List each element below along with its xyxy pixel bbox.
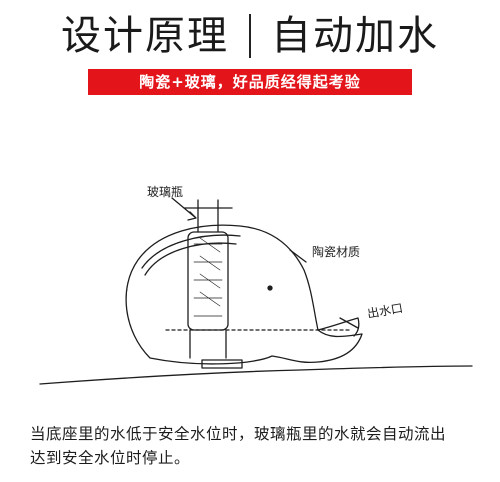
caption-line-2: 达到安全水位时停止。 <box>30 449 191 467</box>
title-left: 设计原理 <box>61 13 229 59</box>
whale-body-outline <box>125 224 363 365</box>
page-title: 设计原理 自动加水 <box>0 6 500 66</box>
title-right: 自动加水 <box>271 13 439 59</box>
glass-bottle <box>187 231 229 331</box>
quality-banner: 陶瓷+玻璃，好品质经得起考验 <box>88 69 412 95</box>
whale-eye <box>267 285 273 291</box>
base-pad <box>201 359 243 369</box>
whale-fountain-sketch: 玻璃瓶 陶瓷材质 出水口 <box>39 185 473 385</box>
caption: 当底座里的水低于安全水位时，玻璃瓶里的水就会自动流出 达到安全水位时停止。 <box>30 422 490 470</box>
title-divider <box>249 14 251 58</box>
label-ceramic: 陶瓷材质 <box>312 244 360 259</box>
label-glass-bottle: 玻璃瓶 <box>147 185 183 199</box>
caption-line-1: 当底座里的水低于安全水位时，玻璃瓶里的水就会自动流出 <box>30 425 447 443</box>
label-outlet: 出水口 <box>366 301 404 321</box>
ground-line <box>39 365 473 385</box>
